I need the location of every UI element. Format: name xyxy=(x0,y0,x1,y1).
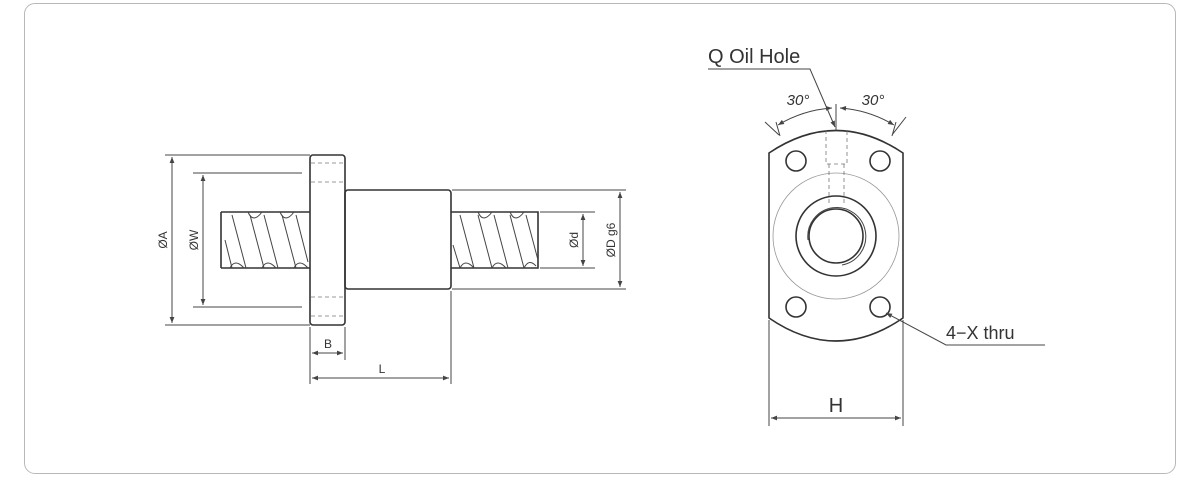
end-view: 30° 30° Q Oil Hole 4−X thru H xyxy=(708,46,1045,426)
dim-A-label: ØA xyxy=(156,231,170,248)
screw-shaft xyxy=(808,208,864,264)
dim-L-label: L xyxy=(379,362,386,376)
drawing-frame xyxy=(24,3,1176,474)
bolt-hole xyxy=(785,150,807,172)
dim-d-label: Ød xyxy=(567,232,581,248)
pitch-circle xyxy=(772,172,900,300)
bolt-hole xyxy=(869,150,891,172)
nut-bore xyxy=(795,195,877,277)
flange xyxy=(309,154,346,326)
angle-right-label: 30° xyxy=(862,92,885,109)
holes-label: 4−X thru xyxy=(946,323,1015,343)
bolt-hole xyxy=(785,296,807,318)
dim-W-label: ØW xyxy=(187,229,201,250)
flange-outline xyxy=(768,129,904,342)
bolt-hole xyxy=(869,296,891,318)
thread-arc xyxy=(807,206,867,266)
dim-B-label: B xyxy=(324,337,332,351)
left-screw-thread xyxy=(220,211,310,269)
dim-D-label: ØD g6 xyxy=(604,222,618,257)
oil-hole-label: Q Oil Hole xyxy=(708,46,800,68)
side-view: ØA ØW Ød ØD g6 B L xyxy=(156,154,626,384)
right-screw-thread xyxy=(451,211,539,269)
oil-hole-passage xyxy=(825,130,848,204)
dim-H-label: H xyxy=(829,395,843,417)
angle-left-label: 30° xyxy=(787,92,810,109)
nut-body xyxy=(344,189,452,290)
